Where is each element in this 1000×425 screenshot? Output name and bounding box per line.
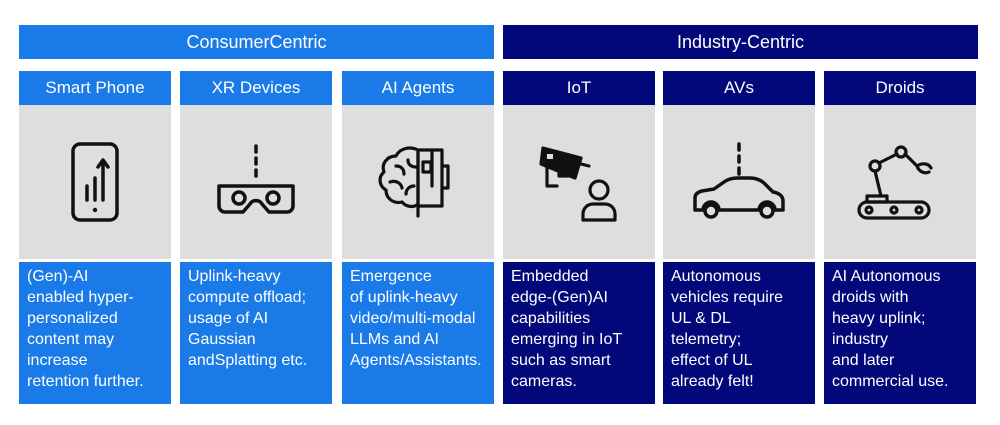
- column-title: XR Devices: [180, 71, 332, 105]
- industry-centric-header: Industry-Centric: [503, 25, 978, 59]
- column-description: AI Autonomous droids with heavy uplink; …: [824, 262, 976, 404]
- icon-panel: [342, 105, 494, 259]
- robot-arm-icon: [857, 145, 933, 220]
- consumer-centric-header: ConsumerCentric: [19, 25, 494, 59]
- icon-panel: [19, 105, 171, 259]
- icon-panel: [663, 105, 815, 259]
- icon-panel: [180, 105, 332, 259]
- vr-headset-icon: [217, 144, 295, 214]
- column-title: Smart Phone: [19, 71, 171, 105]
- column-title: IoT: [503, 71, 655, 105]
- icon-panel: [503, 105, 655, 259]
- icon-panel: [824, 105, 976, 259]
- column-iot: IoT Embedded edge-(Gen)AI capabilities e…: [503, 71, 655, 404]
- column-smart-phone: Smart Phone (Gen)-AI enabled hyper- pers…: [19, 71, 171, 404]
- ai-brain-icon: [378, 146, 450, 218]
- security-camera-icon: [539, 146, 617, 222]
- column-title: Droids: [824, 71, 976, 105]
- car-icon: [693, 142, 785, 219]
- column-xr-devices: XR Devices Uplink-heavy compute offload;…: [180, 71, 332, 404]
- column-description: Emergence of uplink-heavy video/multi-mo…: [342, 262, 494, 404]
- column-description: Embedded edge-(Gen)AI capabilities emerg…: [503, 262, 655, 404]
- smartphone-icon: [71, 142, 119, 222]
- column-description: (Gen)-AI enabled hyper- personalized con…: [19, 262, 171, 404]
- column-ai-agents: AI Agents Emergence of uplink-heavy vide…: [342, 71, 494, 404]
- column-description: Uplink-heavy compute offload; usage of A…: [180, 262, 332, 404]
- column-title: AVs: [663, 71, 815, 105]
- column-description: Autonomous vehicles require UL & DL tele…: [663, 262, 815, 404]
- column-droids: Droids AI Autonomous droids with heavy u…: [824, 71, 976, 404]
- column-avs: AVs Autonomous vehicles require UL & DL …: [663, 71, 815, 404]
- column-title: AI Agents: [342, 71, 494, 105]
